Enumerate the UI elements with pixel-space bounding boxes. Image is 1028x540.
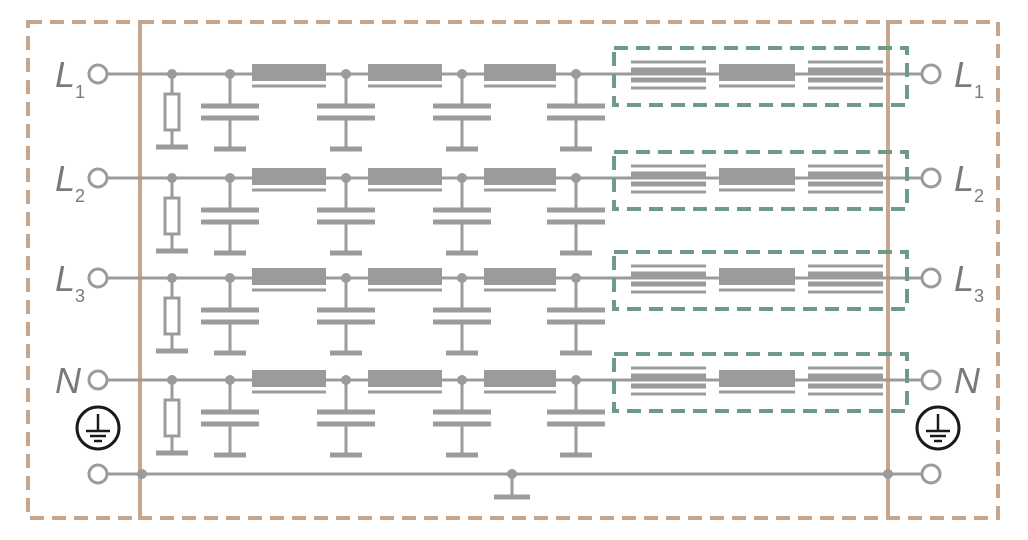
inductor (368, 268, 442, 285)
inductor (719, 268, 795, 285)
filter-circuit (87, 60, 942, 458)
choke-boxes (612, 46, 909, 413)
line-label-right: N (954, 360, 981, 401)
protective-earth-icon (75, 405, 121, 451)
output-terminal[interactable] (920, 63, 942, 85)
inductor (252, 370, 326, 387)
line-label-right: L (954, 258, 974, 299)
line-label-left: L (55, 158, 75, 199)
line-label-subscript-left: 1 (75, 82, 85, 102)
enclosures (26, 20, 1000, 520)
choke-box (612, 46, 909, 107)
filter-enclosure (138, 20, 890, 520)
inductor (368, 64, 442, 81)
ground-bus (87, 463, 942, 500)
inductor (719, 168, 795, 185)
output-terminal[interactable] (920, 369, 942, 391)
circuit-row-N (87, 366, 942, 458)
right-terminal-enclosure (886, 20, 1000, 520)
inductor (368, 168, 442, 185)
ground-junction-right (883, 469, 893, 479)
protective-earth-icon (915, 405, 961, 451)
line-label-right: L (954, 54, 974, 95)
line-label-left: L (55, 258, 75, 299)
circuit-row-L3 (87, 264, 942, 356)
line-label-subscript-right: 1 (974, 82, 984, 102)
inductor (719, 64, 795, 81)
inductor (252, 268, 326, 285)
inductor (252, 64, 326, 81)
resistor (163, 92, 181, 132)
choke-box (612, 250, 909, 311)
inductor (719, 370, 795, 387)
choke-group (631, 264, 883, 294)
resistor (163, 296, 181, 336)
inductor (484, 268, 556, 285)
line-label-subscript-left: 3 (75, 286, 85, 306)
ground-terminal-left[interactable] (87, 463, 109, 485)
inductor (368, 370, 442, 387)
line-label-subscript-left: 2 (75, 186, 85, 206)
choke-group (631, 60, 883, 90)
line-label-left: N (55, 360, 82, 401)
inductor (252, 168, 326, 185)
line-label-subscript-right: 2 (974, 186, 984, 206)
choke-group (631, 164, 883, 194)
choke-group (631, 366, 883, 396)
inductor (484, 168, 556, 185)
circuit-row-L2 (87, 164, 942, 256)
resistor (163, 398, 181, 438)
input-terminal[interactable] (87, 63, 109, 85)
line-label-left: L (55, 54, 75, 95)
input-terminal[interactable] (87, 267, 109, 289)
inductor (484, 370, 556, 387)
input-terminal[interactable] (87, 167, 109, 189)
input-terminal[interactable] (87, 369, 109, 391)
resistor (163, 196, 181, 236)
left-terminal-enclosure (26, 20, 142, 520)
output-terminal[interactable] (920, 167, 942, 189)
inductor (484, 64, 556, 81)
ground-terminal-right[interactable] (920, 463, 942, 485)
circuit-row-L1 (87, 60, 942, 152)
line-label-subscript-right: 3 (974, 286, 984, 306)
choke-box (612, 352, 909, 413)
ground-junction-left (137, 469, 147, 479)
output-terminal[interactable] (920, 267, 942, 289)
choke-box (612, 150, 909, 211)
line-label-right: L (954, 158, 974, 199)
